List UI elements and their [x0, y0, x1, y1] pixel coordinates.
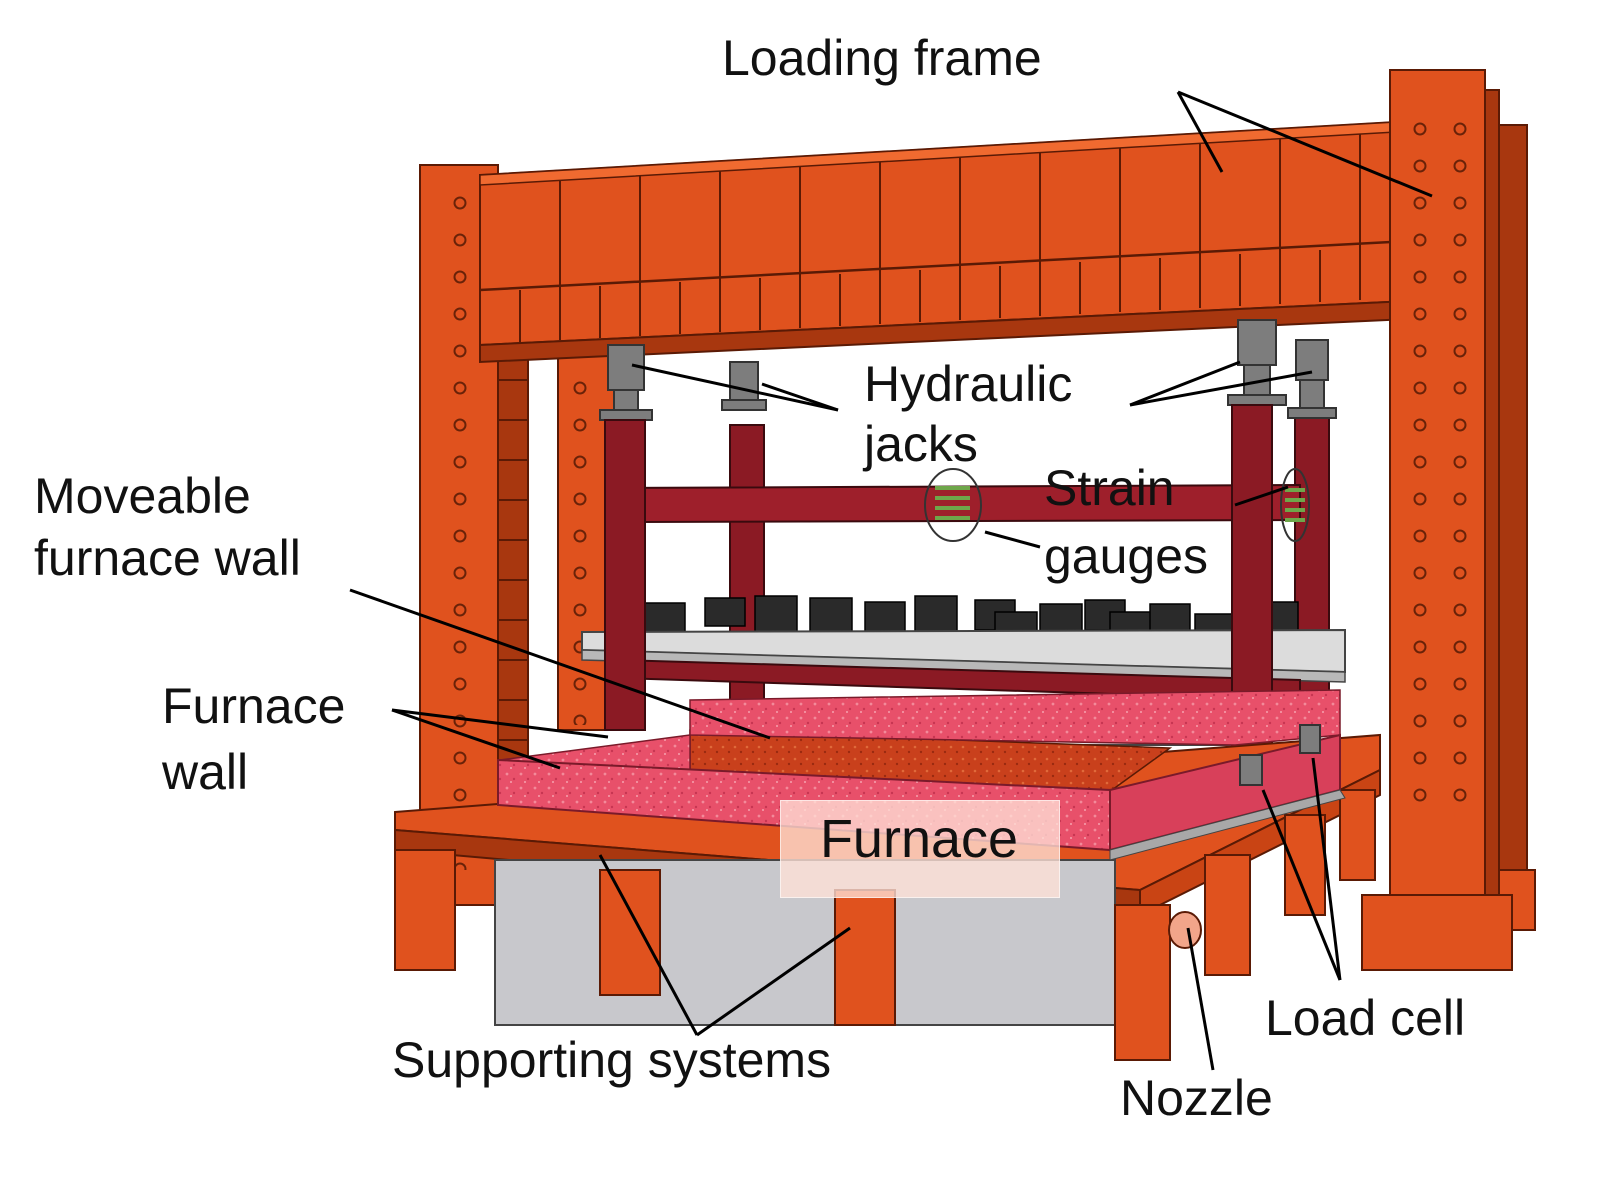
loading-plate: [581, 628, 1346, 702]
hydraulic-jacks: [599, 319, 1337, 421]
label-loading-frame: Loading frame: [722, 30, 1042, 86]
label-moveable-furnace-wall-line2: furnace wall: [34, 530, 301, 586]
label-furnace: Furnace: [819, 809, 1019, 869]
load-cells: [1239, 724, 1321, 786]
label-furnace-wall-line1: Furnace: [162, 678, 346, 734]
label-nozzle: Nozzle: [1120, 1070, 1273, 1126]
top-beam: [479, 118, 1431, 364]
furnace-label-box: [780, 800, 1060, 898]
strain-gauges: [924, 468, 1310, 542]
label-hydraulic-jacks-line2: jacks: [864, 416, 978, 472]
label-moveable-furnace-wall-line1: Moveable: [34, 468, 251, 524]
label-strain-gauges-line2: gauges: [1044, 528, 1209, 584]
right-column: [1361, 69, 1513, 971]
annotation-arrows: [349, 90, 1433, 1071]
label-strain-gauges-line1: Strain: [1044, 460, 1175, 516]
label-hydraulic-jacks-line1: Hydraulic: [864, 356, 1073, 412]
label-load-cell: Load cell: [1265, 990, 1466, 1046]
label-furnace-wall-line2: wall: [162, 744, 249, 800]
label-supporting-systems: Supporting systems: [392, 1032, 832, 1088]
